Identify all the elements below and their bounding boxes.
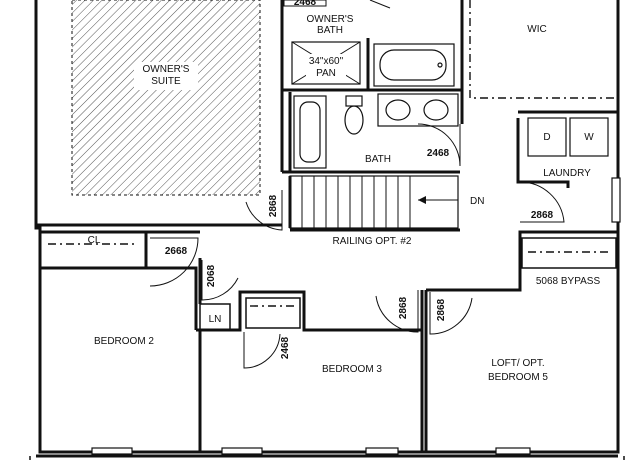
hall-door: 2668 (146, 230, 200, 287)
bedroom-2: BEDROOM 2 (40, 266, 202, 452)
shower-pan-label-1: 34"x60" (309, 56, 344, 67)
laundry-door-label: 2868 (531, 210, 554, 221)
shower-pan-label-2: PAN (316, 68, 336, 79)
bath-door-label: 2468 (427, 148, 450, 159)
linen-door-label: 2068 (206, 264, 217, 287)
owners-suite-label-2: SUITE (151, 76, 181, 87)
suite-door-label: 2868 (268, 194, 279, 217)
washer-label: W (584, 132, 594, 143)
bedroom2-label: BEDROOM 2 (94, 336, 154, 347)
dryer (527, 117, 567, 157)
railing-label: RAILING OPT. #2 (333, 236, 412, 247)
toilet (344, 105, 364, 135)
loft-label-2: BEDROOM 5 (488, 372, 548, 383)
washer (569, 117, 609, 157)
owners-bath-label-2: BATH (317, 25, 343, 36)
bedroom-3: 2468 2868 BEDROOM 3 (200, 290, 424, 452)
loft-door-label: 2868 (436, 298, 447, 321)
bed3-closet-door-label: 2468 (280, 336, 291, 359)
wic-label: WIC (527, 24, 546, 35)
wic-room: WIC (469, 0, 616, 99)
windows (91, 177, 621, 455)
laundry-label: LAUNDRY (543, 168, 591, 179)
bath-label: BATH (365, 154, 391, 165)
hall-door-label: 2668 (165, 246, 188, 257)
owners-bath-label-1: OWNER'S (307, 14, 354, 25)
linen-closet: LN 2068 (198, 258, 239, 331)
linen-label: LN (209, 314, 222, 325)
suite-door: 2868 (245, 190, 283, 231)
closet-cl: CL (40, 230, 148, 270)
exterior-walls (29, 0, 625, 460)
owners-bath-room: OWNER'S BATH 34"x60" PAN (282, 0, 464, 124)
bath-room: BATH 2468 (282, 92, 461, 174)
dryer-label: D (543, 132, 550, 143)
bed3-door-label: 2868 (398, 296, 409, 319)
top-partial-door-label: 2468 (294, 0, 317, 8)
top-partial-door: 2468 (283, 0, 391, 9)
loft-room: 5068 BYPASS 2868 LOFT/ OPT. BEDROOM 5 (424, 230, 618, 452)
owners-suite-room: OWNER'S SUITE (36, 0, 284, 227)
stairs-down-label: DN (470, 196, 484, 207)
bypass-label: 5068 BYPASS (536, 276, 601, 287)
owners-suite-label-1: OWNER'S (143, 64, 190, 75)
closet-label: CL (88, 235, 101, 246)
stairs: DN RAILING OPT. #2 (288, 175, 484, 248)
laundry-room: D W LAUNDRY 2868 (516, 110, 618, 223)
loft-label-1: LOFT/ OPT. (491, 358, 544, 369)
bedroom3-label: BEDROOM 3 (322, 364, 382, 375)
